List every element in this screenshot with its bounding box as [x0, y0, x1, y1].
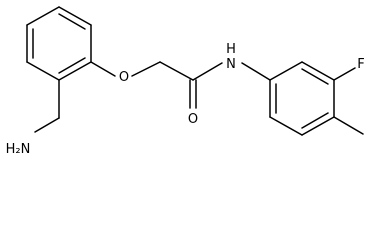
- ring-b-double-bond-1: [301, 68, 329, 85]
- molecule-structure: O O N H F H₂N: [6, 6, 365, 155]
- ch2-to-carbonyl-bond: [159, 61, 194, 81]
- amine-label: H₂N: [6, 142, 31, 155]
- n-to-ring-bond: [241, 62, 271, 81]
- oxyacetamide-chain: [90, 61, 271, 109]
- amide-hydrogen-label: H: [226, 42, 236, 57]
- ring-a-bond-4: [26, 61, 60, 81]
- ring-b-substituents: [333, 67, 364, 135]
- ring-b-bond-4: [301, 116, 335, 136]
- ring-a-double-bond-1: [58, 13, 86, 30]
- carbonyl-oxygen-label: O: [188, 112, 198, 127]
- amide-nitrogen-label: N: [226, 57, 236, 72]
- ring-a-bond-3: [58, 61, 92, 81]
- ring-a-bond-6: [26, 6, 60, 26]
- ring-b-bond-2: [301, 61, 335, 81]
- ring-a-double-bond-2: [58, 57, 86, 74]
- ring-a-bond-1: [58, 6, 92, 26]
- left-benzene-ring: [26, 6, 92, 81]
- fluorine-label: F: [357, 57, 364, 72]
- ring-to-fluorine-bond: [333, 67, 356, 81]
- ring-b-double-bond-2: [301, 112, 329, 129]
- aminomethyl-group: [34, 79, 60, 133]
- ring-b-bond-5: [269, 116, 303, 136]
- ring-b-bond-1: [269, 61, 303, 81]
- ether-o-to-ch2-bond: [131, 61, 161, 77]
- ether-oxygen-label: O: [119, 70, 129, 85]
- carbonyl-to-n-bond: [192, 62, 223, 81]
- ring-to-methyl-bond: [333, 116, 364, 135]
- ring-to-ether-o-bond: [90, 61, 116, 77]
- ch2-to-nh2-bond: [34, 117, 60, 133]
- right-benzene-ring: [269, 61, 335, 136]
